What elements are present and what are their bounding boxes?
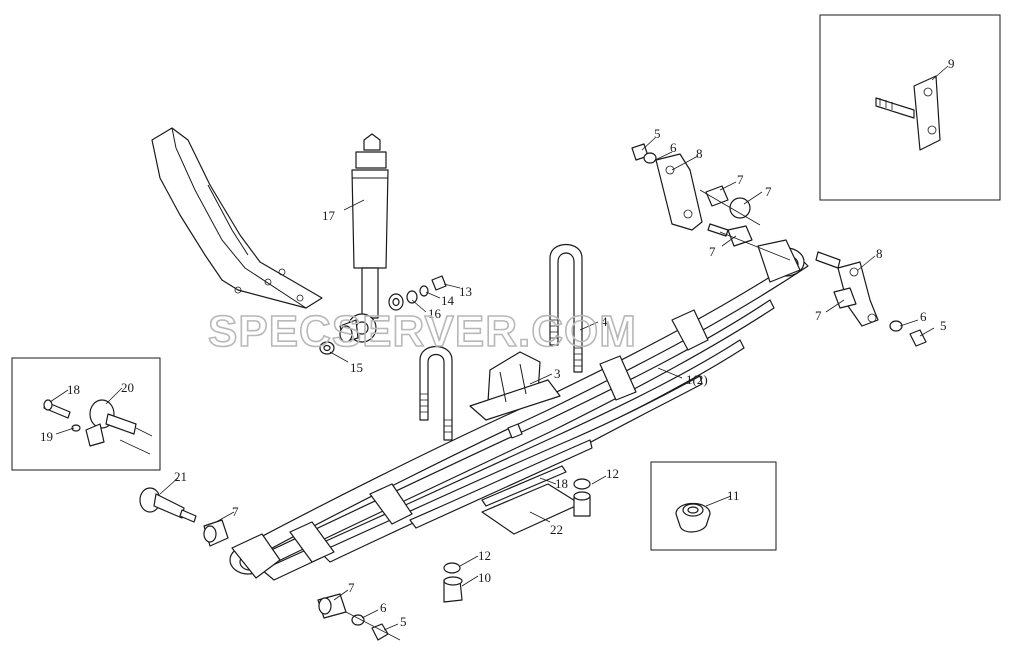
- callout-20: 20: [121, 380, 134, 395]
- callout-4: 4: [601, 314, 608, 329]
- callout-8-top: 8: [696, 146, 703, 161]
- callout-1: 1(2): [686, 372, 708, 387]
- inset-frame-part-11: [650, 461, 777, 551]
- u-bolt-nuts: [443, 478, 591, 603]
- callout-7-left-top: 7: [232, 504, 239, 519]
- inset-parts-18-20: [43, 399, 153, 455]
- inset-part-9: [875, 75, 941, 151]
- callout-3: 3: [554, 366, 561, 381]
- callout-9: 9: [948, 56, 955, 71]
- shackle-assembly: [631, 143, 927, 347]
- inset-frame-parts-18-20: [11, 357, 161, 471]
- callout-22: 22: [550, 522, 563, 537]
- front-pin: [139, 487, 401, 641]
- spring-pad: [469, 351, 561, 421]
- frame-bracket: [151, 127, 323, 309]
- callout-12-right: 12: [606, 466, 619, 481]
- shock-absorber: [339, 133, 389, 343]
- callout-16: 16: [428, 306, 442, 321]
- inset-part-11: [675, 502, 711, 533]
- callout-7-c: 7: [709, 244, 716, 259]
- callout-11: 11: [727, 488, 740, 503]
- callout-12-left: 12: [478, 548, 491, 563]
- callout-10: 10: [478, 570, 491, 585]
- callout-6-left: 6: [380, 600, 387, 615]
- callout-15: 15: [350, 360, 363, 375]
- callout-19: 19: [40, 429, 53, 444]
- callout-7-a: 7: [737, 172, 744, 187]
- callout-5-right: 5: [940, 318, 947, 333]
- u-bolts: [419, 244, 583, 441]
- watermark-text: SPECSERVER.COM: [208, 307, 637, 356]
- callout-14: 14: [441, 293, 455, 308]
- callout-6-top: 6: [670, 140, 677, 155]
- callout-5-top: 5: [654, 126, 661, 141]
- leaf-spring: [229, 239, 809, 581]
- callout-8-right: 8: [876, 246, 883, 261]
- callout-17: 17: [322, 208, 336, 223]
- callout-21: 21: [174, 469, 187, 484]
- inset-frame-part-9: [819, 14, 1001, 201]
- shock-hardware: [319, 275, 447, 355]
- callout-7-d: 7: [815, 308, 822, 323]
- callout-7-left-bottom: 7: [348, 580, 355, 595]
- leader-lines: [49, 65, 949, 631]
- callout-6-right: 6: [920, 309, 927, 324]
- callout-7-b: 7: [765, 184, 772, 199]
- callout-18-center: 18: [555, 476, 568, 491]
- callout-5-left: 5: [400, 614, 407, 629]
- callout-18-inset: 18: [67, 382, 80, 397]
- callout-labels: 5 6 8 7 7 7 8 7 6 5 9 1(2) 4 3 12 18 22 …: [40, 56, 955, 629]
- callout-13: 13: [459, 284, 472, 299]
